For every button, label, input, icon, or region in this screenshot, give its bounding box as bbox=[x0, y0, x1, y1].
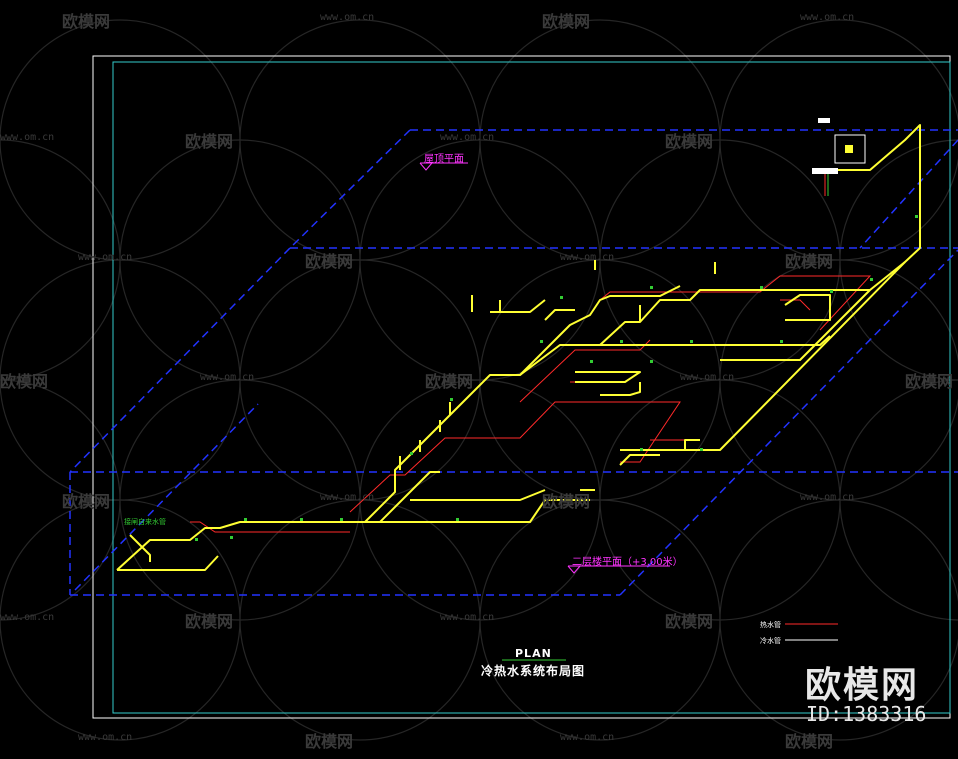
watermark-url: www.om.cn bbox=[0, 612, 55, 623]
plan-title: PLAN bbox=[515, 647, 552, 660]
floor2-level-label: 二层楼平面（+3.00米） bbox=[572, 557, 683, 568]
watermark-url: www.om.cn bbox=[560, 732, 615, 743]
cold-water-pipes bbox=[116, 124, 921, 571]
legend-hot-label: 热水管 bbox=[760, 621, 781, 629]
watermark-brand: 欧模网 bbox=[185, 612, 234, 631]
water-supply-label: 接闸自来水管 bbox=[124, 518, 166, 526]
watermark-url: www.om.cn bbox=[0, 132, 55, 143]
watermark-url: www.om.cn bbox=[800, 12, 855, 23]
watermark-url: www.om.cn bbox=[440, 132, 495, 143]
watermark-url: www.om.cn bbox=[320, 492, 375, 503]
watermark-url: www.om.cn bbox=[440, 612, 495, 623]
watermark-url: www.om.cn bbox=[320, 12, 375, 23]
watermark-brand: 欧模网 bbox=[665, 132, 714, 151]
watermark-url: www.om.cn bbox=[200, 372, 255, 383]
watermark-brand: 欧模网 bbox=[185, 132, 234, 151]
plan-subtitle: 冷热水系统布局图 bbox=[481, 664, 586, 678]
watermark-brand: 欧模网 bbox=[542, 12, 591, 31]
watermark-brand: 欧模网 bbox=[785, 252, 834, 271]
watermark-brand: 欧模网 bbox=[0, 372, 49, 391]
inner-border bbox=[112, 61, 951, 714]
floor-planes bbox=[69, 129, 958, 596]
watermark-url: www.om.cn bbox=[680, 372, 735, 383]
watermark-url: www.om.cn bbox=[78, 252, 133, 263]
brand-id: ID:1383316 bbox=[806, 702, 927, 726]
roof-tank bbox=[812, 118, 866, 196]
watermark-brand: 欧模网 bbox=[305, 732, 354, 751]
fittings bbox=[195, 215, 918, 541]
watermark-brand: 欧模网 bbox=[542, 492, 591, 511]
watermark-circles bbox=[0, 19, 958, 741]
watermark-url: www.om.cn bbox=[800, 492, 855, 503]
watermark-brand: 欧模网 bbox=[785, 732, 834, 751]
roof-level-label: 屋顶平面 bbox=[424, 154, 464, 165]
watermark-brand: 欧模网 bbox=[62, 492, 111, 511]
level-markers bbox=[419, 162, 670, 574]
watermark-brand: 欧模网 bbox=[665, 612, 714, 631]
watermark-brand: 欧模网 bbox=[905, 372, 954, 391]
watermark-url: www.om.cn bbox=[560, 252, 615, 263]
hot-water-pipes bbox=[190, 275, 872, 533]
watermark-brand: 欧模网 bbox=[425, 372, 474, 391]
watermark-brand: 欧模网 bbox=[305, 252, 354, 271]
watermark-brand: 欧模网 bbox=[62, 12, 111, 31]
watermark-url: www.om.cn bbox=[78, 732, 133, 743]
legend-cold-label: 冷水管 bbox=[760, 637, 781, 645]
brand-logo-text: 欧模网 bbox=[805, 665, 920, 706]
